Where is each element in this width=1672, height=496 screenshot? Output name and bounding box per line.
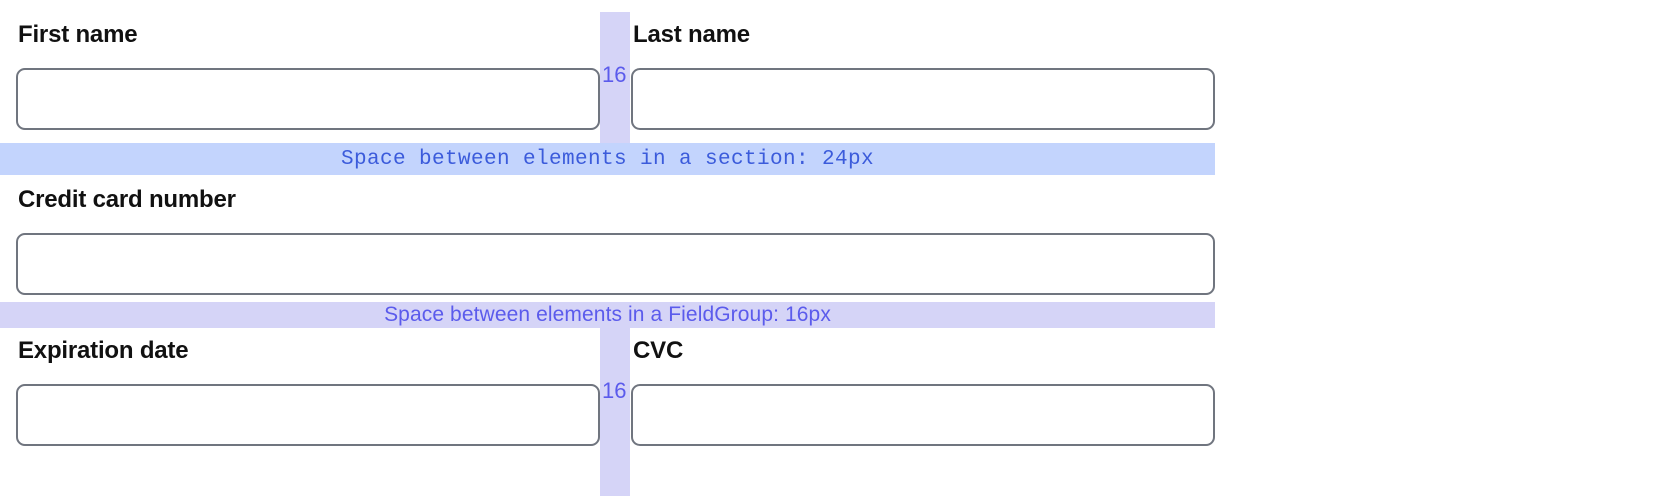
- field-label-first-name: First name: [18, 21, 138, 48]
- gutter-column-bottom: [600, 328, 630, 496]
- field-label-expiration-date: Expiration date: [18, 337, 189, 364]
- cvc-input[interactable]: [631, 384, 1215, 446]
- section-spacing-band: Space between elements in a section: 24p…: [0, 143, 1215, 175]
- gutter-label-bottom: 16: [602, 378, 627, 403]
- field-label-credit-card-number: Credit card number: [18, 186, 236, 213]
- gutter-label-top: 16: [602, 62, 627, 87]
- credit-card-number-input[interactable]: [16, 233, 1215, 295]
- field-label-last-name: Last name: [633, 21, 750, 48]
- last-name-input[interactable]: [631, 68, 1215, 130]
- fieldgroup-spacing-band-text: Space between elements in a FieldGroup: …: [384, 303, 831, 326]
- expiration-date-input[interactable]: [16, 384, 600, 446]
- fieldgroup-spacing-band: Space between elements in a FieldGroup: …: [0, 302, 1215, 328]
- first-name-input[interactable]: [16, 68, 600, 130]
- gutter-column-top: [600, 12, 630, 145]
- section-spacing-band-text: Space between elements in a section: 24p…: [340, 147, 875, 171]
- field-label-cvc: CVC: [633, 337, 684, 364]
